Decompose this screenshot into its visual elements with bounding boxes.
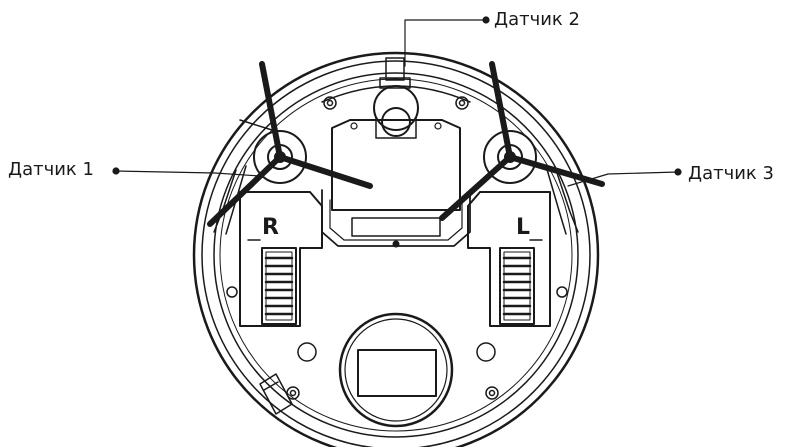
right-wheel-module: [239, 191, 323, 327]
sensor-3-leader: [567, 171, 679, 187]
bumper-details: [213, 165, 579, 235]
sensor-3-label: Датчик 3: [688, 163, 774, 184]
battery-compartment: [321, 119, 471, 248]
front-sensor-housing: [321, 57, 471, 139]
sensor-1-leader: [115, 170, 261, 177]
leader-lines: [112, 16, 682, 187]
sensor-2-label: Датчик 2: [494, 9, 580, 30]
dust-bin: [338, 312, 454, 428]
charging-contact: [259, 373, 293, 415]
caster-holes: [297, 342, 496, 362]
left-wheel-module: [467, 191, 551, 327]
robot-body: [192, 51, 600, 447]
left-wheel-mark: L: [516, 215, 530, 240]
right-side-brush: [207, 61, 373, 227]
right-wheel-mark: R: [262, 215, 279, 240]
sensor-1-label: Датчик 1: [8, 159, 94, 180]
sensor-2-leader: [404, 19, 487, 67]
screws: [226, 96, 568, 400]
